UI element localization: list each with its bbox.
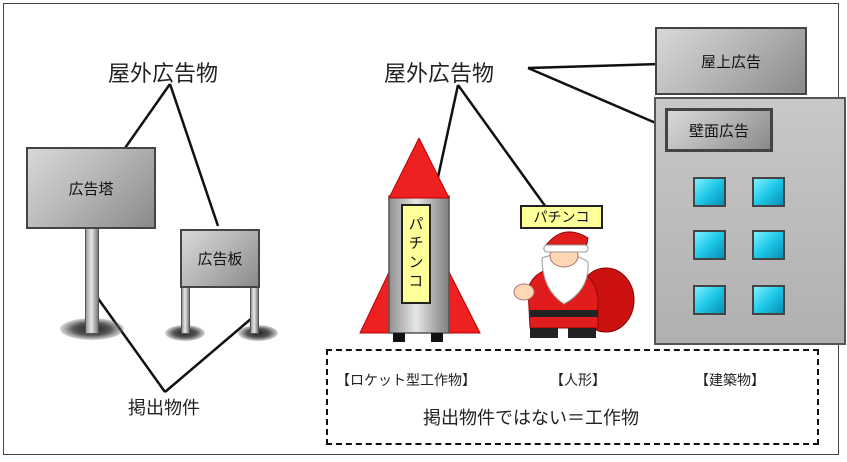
window: [693, 230, 726, 260]
window: [693, 285, 726, 315]
line-posted-to-pole-right: [164, 317, 253, 393]
rocket-structure-label: 【ロケット型工作物】: [336, 373, 476, 389]
line-left-to-tower: [116, 83, 172, 159]
tower-pole: [85, 223, 99, 334]
pachinko-sign-rocket: パチンコ: [401, 204, 431, 304]
posted-property-label: 掲出物件: [128, 398, 200, 419]
rooftop-ad: 屋上広告: [655, 27, 807, 95]
structure-box: [326, 349, 819, 445]
window: [693, 177, 726, 207]
line-left-to-board: [168, 83, 220, 227]
window: [752, 230, 785, 260]
outdoor-ad-center-label: 屋外広告物: [384, 62, 495, 87]
line-center-to-santa: [456, 84, 550, 211]
line-posted-to-pole-left: [90, 289, 167, 393]
window: [752, 285, 785, 315]
ad-tower: 広告塔: [26, 147, 156, 229]
ad-board: 広告板: [180, 229, 260, 288]
building-label: 【建築物】: [695, 373, 765, 389]
line-center-to-wall: [527, 66, 673, 132]
board-pole-left: [181, 284, 190, 334]
doll-label: 【人形】: [550, 373, 606, 389]
wall-ad: 壁面広告: [665, 108, 773, 152]
pachinko-sign-santa: パチンコ: [520, 205, 603, 229]
line-center-to-rooftop: [527, 62, 661, 70]
outdoor-ad-left-label: 屋外広告物: [108, 62, 219, 87]
santa-illustration: [513, 231, 635, 338]
window: [752, 177, 785, 207]
not-posted-property-label: 掲出物件ではない＝工作物: [423, 408, 639, 429]
board-pole-right: [250, 284, 259, 334]
